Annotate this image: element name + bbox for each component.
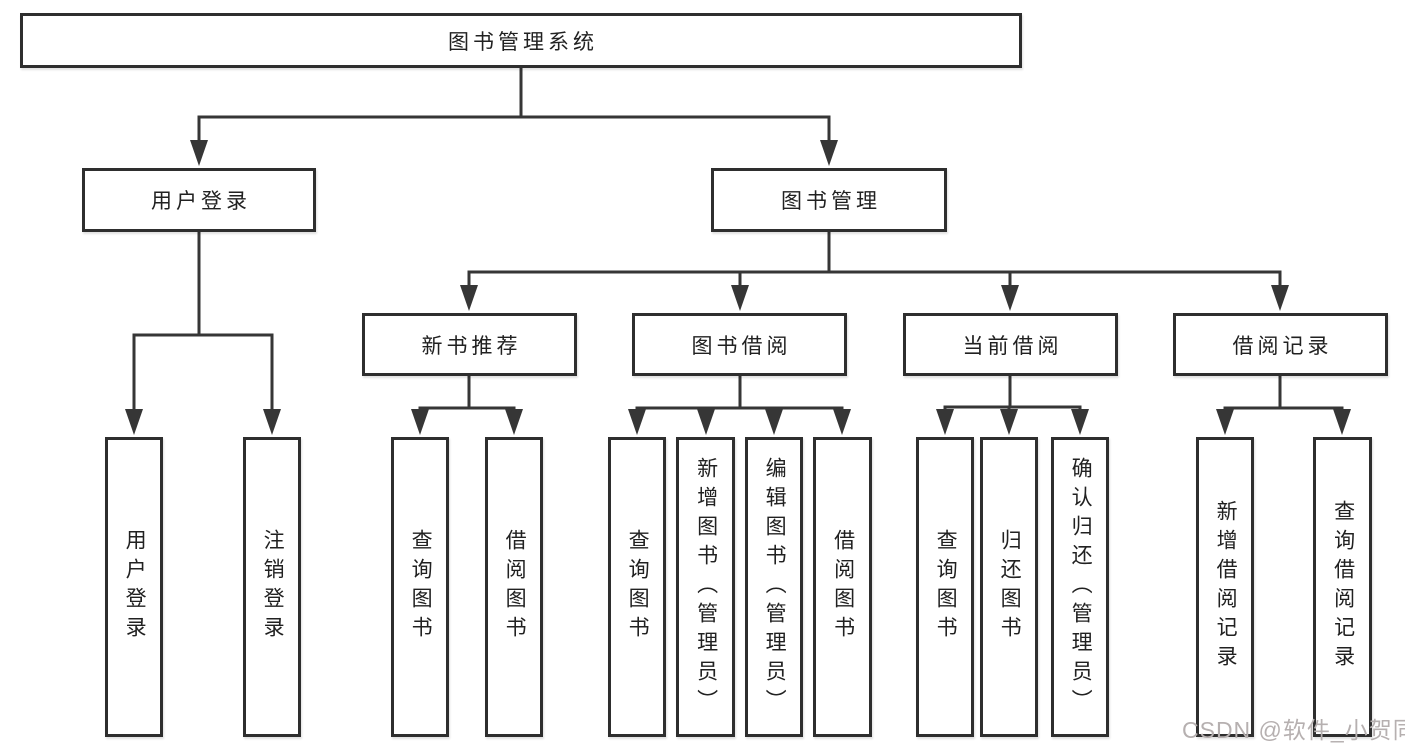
arrowhead bbox=[1333, 409, 1351, 435]
leaf-label: 编辑图书（管理员） bbox=[763, 456, 787, 718]
arrowhead bbox=[765, 409, 783, 435]
connector-current-borrowing-split bbox=[943, 374, 1082, 417]
leaf-user-login: 用户登录 bbox=[105, 437, 163, 737]
connector-new-book-split bbox=[418, 374, 516, 417]
leaf-label: 查询借阅记录 bbox=[1331, 500, 1355, 674]
leaf-bb-query-books: 查询图书 bbox=[608, 437, 666, 737]
arrowhead bbox=[411, 409, 429, 435]
leaf-bb-borrow-books: 借阅图书 bbox=[813, 437, 872, 737]
leaf-cb-query-books: 查询图书 bbox=[916, 437, 974, 737]
leaf-label: 新增图书（管理员） bbox=[694, 456, 718, 718]
leaf-br-query-record: 查询借阅记录 bbox=[1313, 437, 1372, 737]
arrowhead bbox=[731, 285, 749, 311]
arrowhead bbox=[263, 409, 281, 435]
leaf-bb-add-books-admin: 新增图书（管理员） bbox=[676, 437, 735, 737]
arrowhead bbox=[936, 409, 954, 435]
arrowhead bbox=[125, 409, 143, 435]
leaf-label: 用户登录 bbox=[123, 529, 147, 645]
connector-root-split bbox=[197, 66, 831, 147]
arrowhead bbox=[833, 409, 851, 435]
leaf-label: 归还图书 bbox=[998, 529, 1022, 645]
leaf-label: 查询图书 bbox=[409, 529, 433, 645]
arrowhead bbox=[628, 409, 646, 435]
leaf-nb-query-books: 查询图书 bbox=[391, 437, 449, 737]
connector-book-management-split bbox=[467, 230, 1282, 292]
leaf-label: 借阅图书 bbox=[831, 529, 855, 645]
leaf-nb-borrow-books: 借阅图书 bbox=[485, 437, 543, 737]
leaf-label: 查询图书 bbox=[626, 529, 650, 645]
arrowhead bbox=[820, 140, 838, 166]
leaf-bb-edit-books-admin: 编辑图书（管理员） bbox=[745, 437, 803, 737]
leaf-label: 新增借阅记录 bbox=[1214, 500, 1238, 674]
node-library-management-system: 图书管理系统 bbox=[20, 13, 1022, 68]
leaf-logout: 注销登录 bbox=[243, 437, 301, 737]
node-borrowing-records: 借阅记录 bbox=[1173, 313, 1388, 376]
node-book-borrowing: 图书借阅 bbox=[632, 313, 847, 376]
csdn-watermark: CSDN @软件_小贺同学 bbox=[1182, 717, 1405, 743]
node-book-management: 图书管理 bbox=[711, 168, 947, 232]
arrowhead bbox=[697, 409, 715, 435]
arrowhead bbox=[460, 285, 478, 311]
node-user-login: 用户登录 bbox=[82, 168, 316, 232]
connector-user-login-split bbox=[132, 230, 274, 417]
leaf-label: 借阅图书 bbox=[503, 529, 527, 645]
node-current-borrowing: 当前借阅 bbox=[903, 313, 1118, 376]
connector-book-borrowing-split bbox=[635, 374, 844, 417]
leaf-cb-return-books: 归还图书 bbox=[980, 437, 1038, 737]
arrowhead bbox=[1071, 409, 1089, 435]
leaf-br-add-record: 新增借阅记录 bbox=[1196, 437, 1254, 737]
arrowhead bbox=[1216, 409, 1234, 435]
leaf-label: 查询图书 bbox=[934, 529, 958, 645]
leaf-label: 注销登录 bbox=[261, 529, 285, 645]
leaf-label: 确认归还（管理员） bbox=[1069, 456, 1093, 718]
arrowhead bbox=[1000, 409, 1018, 435]
arrowhead bbox=[505, 409, 523, 435]
arrowhead bbox=[1271, 285, 1289, 311]
leaf-cb-confirm-return-admin: 确认归还（管理员） bbox=[1051, 437, 1109, 737]
node-new-book-recommendation: 新书推荐 bbox=[362, 313, 577, 376]
arrowhead bbox=[190, 140, 208, 166]
arrowhead bbox=[1001, 285, 1019, 311]
connector-borrowing-records-split bbox=[1223, 374, 1344, 417]
